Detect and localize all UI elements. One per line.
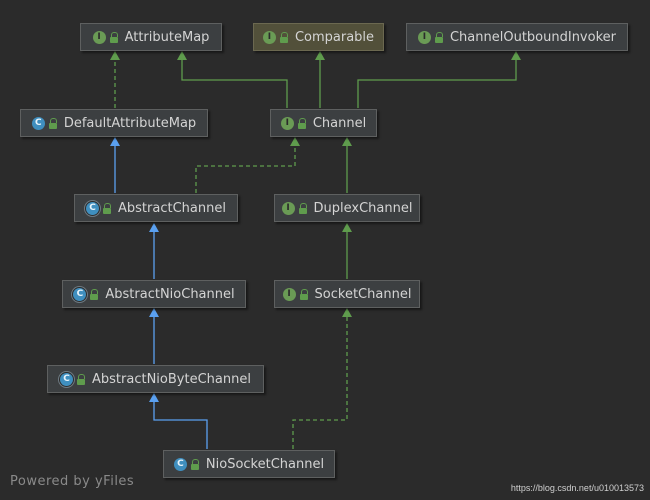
abstract-class-icon: C	[86, 201, 100, 215]
node-abstractchannel[interactable]: C AbstractChannel	[74, 194, 238, 222]
public-access-icon	[434, 31, 444, 43]
abstract-class-icon: C	[60, 372, 74, 386]
edge-channel-attributemap	[181, 58, 288, 108]
public-access-icon	[298, 202, 308, 214]
watermark-url: https://blog.csdn.net/u010013573	[510, 483, 644, 493]
node-label: DefaultAttributeMap	[63, 115, 197, 131]
edge-arrowhead	[149, 393, 159, 402]
node-label: SocketChannel	[314, 286, 412, 302]
node-label: AbstractNioByteChannel	[92, 371, 251, 387]
edge-abstractchannel-channel	[195, 145, 296, 193]
node-label: DuplexChannel	[313, 200, 413, 216]
node-socketchannel[interactable]: I SocketChannel	[274, 280, 420, 308]
public-access-icon	[279, 31, 289, 43]
node-label: ChannelOutboundInvoker	[449, 29, 616, 45]
public-access-icon	[109, 31, 119, 43]
node-comparable[interactable]: I Comparable	[253, 23, 384, 51]
node-attributemap[interactable]: I AttributeMap	[80, 23, 222, 51]
powered-by-label: Powered by yFiles	[10, 474, 135, 489]
class-icon: C	[173, 457, 187, 471]
interface-icon: I	[282, 287, 296, 301]
public-access-icon	[297, 117, 307, 129]
edge-niosocketchannel-socketchannel	[292, 316, 348, 449]
interface-icon: I	[281, 201, 295, 215]
public-access-icon	[190, 458, 200, 470]
node-duplexchannel[interactable]: I DuplexChannel	[274, 194, 420, 222]
edge-arrowhead	[110, 137, 120, 146]
public-access-icon	[299, 288, 309, 300]
edge-arrowhead	[342, 137, 352, 146]
public-access-icon	[48, 117, 58, 129]
edge-arrowhead	[177, 51, 187, 60]
edge-arrowhead	[290, 137, 300, 146]
edge-niosocketchannel-abstractniobytechannel	[153, 401, 208, 449]
edge-arrowhead	[315, 51, 325, 60]
node-label: AbstractNioChannel	[105, 286, 235, 302]
node-label: NioSocketChannel	[205, 456, 325, 472]
edge-arrowhead	[149, 308, 159, 317]
edge-arrowhead	[149, 223, 159, 232]
node-channeloutboundinvoker[interactable]: I ChannelOutboundInvoker	[406, 23, 628, 51]
interface-icon: I	[92, 30, 106, 44]
edge-arrowhead	[110, 51, 120, 60]
public-access-icon	[90, 288, 99, 300]
edge-arrowhead	[511, 51, 521, 60]
node-abstractniochannel[interactable]: C AbstractNioChannel	[62, 280, 246, 308]
public-access-icon	[103, 202, 112, 214]
node-channel[interactable]: I Channel	[270, 109, 377, 137]
node-abstractniobytechannel[interactable]: C AbstractNioByteChannel	[47, 365, 264, 393]
node-label: AbstractChannel	[118, 200, 226, 216]
interface-icon: I	[262, 30, 276, 44]
node-label: AttributeMap	[124, 29, 210, 45]
node-label: Comparable	[294, 29, 375, 45]
node-label: Channel	[312, 115, 367, 131]
edge-arrowhead	[342, 308, 352, 317]
edge-arrowhead	[342, 223, 352, 232]
public-access-icon	[77, 373, 86, 385]
interface-icon: I	[280, 116, 294, 130]
abstract-class-icon: C	[73, 287, 87, 301]
node-defaultattributemap[interactable]: C DefaultAttributeMap	[20, 109, 208, 137]
node-niosocketchannel[interactable]: C NioSocketChannel	[163, 450, 335, 478]
edge-channel-outboundinvoker	[357, 58, 517, 108]
interface-icon: I	[417, 30, 431, 44]
class-icon: C	[31, 116, 45, 130]
